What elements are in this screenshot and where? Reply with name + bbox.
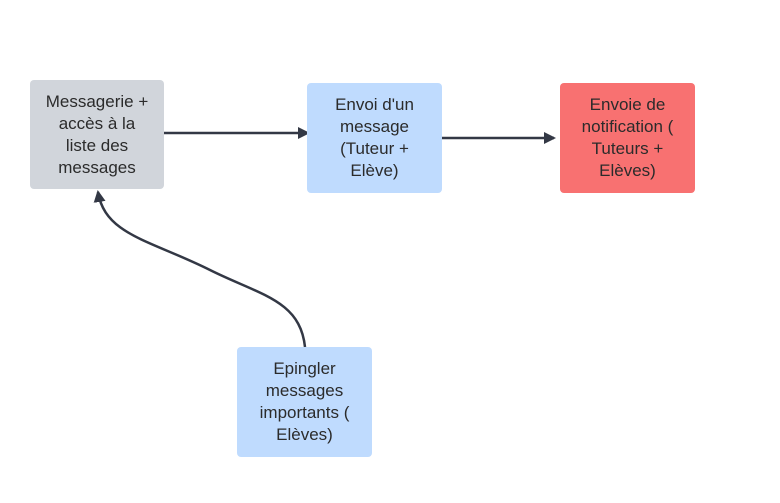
- edge-epingler-to-messagerie: [93, 190, 307, 348]
- node-envoi-message-label: Envoi d'un message (Tuteur + Elève): [335, 95, 414, 180]
- node-messagerie[interactable]: Messagerie + accès à la liste des messag…: [30, 80, 164, 189]
- node-envoi-message[interactable]: Envoi d'un message (Tuteur + Elève): [307, 83, 442, 193]
- node-epingler-label: Epingler messages importants ( Elèves): [259, 359, 350, 444]
- node-notification-label: Envoie de notification ( Tuteurs + Elève…: [581, 95, 674, 180]
- node-messagerie-label: Messagerie + accès à la liste des messag…: [45, 91, 149, 177]
- node-epingler[interactable]: Epingler messages importants ( Elèves): [237, 347, 372, 457]
- node-notification[interactable]: Envoie de notification ( Tuteurs + Elève…: [560, 83, 695, 193]
